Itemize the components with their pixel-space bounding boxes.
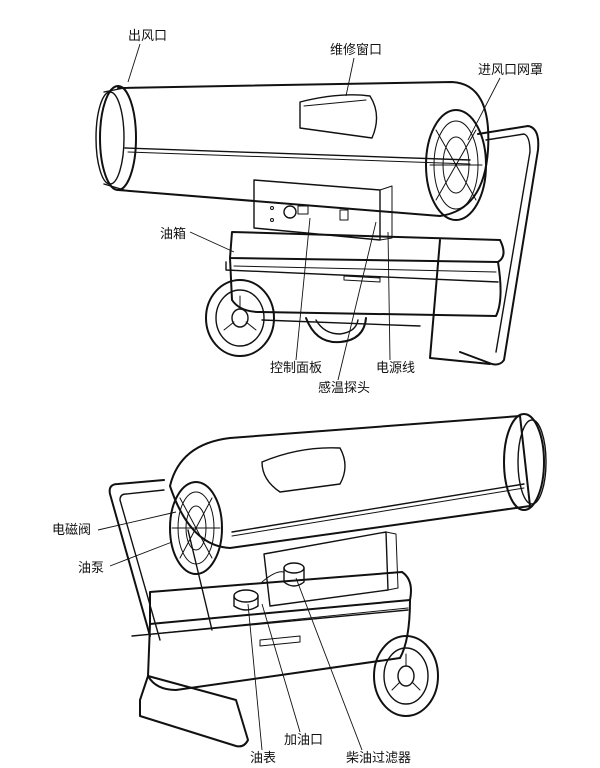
leader-control-panel	[295, 217, 311, 361]
label-control-panel: 控制面板	[270, 361, 322, 376]
label-solenoid-valve: 电磁阀	[52, 523, 91, 538]
leader-fuel-tank	[189, 231, 235, 253]
bottom-diesel-filter	[261, 562, 305, 587]
label-power-cord: 电源线	[376, 361, 415, 376]
bottom-intake-fan	[169, 481, 223, 575]
label-air-outlet: 出风口	[128, 29, 167, 44]
label-intake-grille: 进风口网罩	[478, 63, 543, 78]
leader-intake-grille	[467, 77, 501, 141]
top-control-box	[253, 179, 393, 241]
bottom-filler-cap	[233, 589, 259, 611]
label-service-window: 维修窗口	[330, 42, 382, 58]
leader-solenoid-valve	[97, 511, 177, 531]
top-service-window	[299, 94, 378, 139]
bottom-service-window	[261, 447, 346, 493]
leader-temp-sensor	[337, 221, 377, 381]
label-filler-cap: 加油口	[284, 733, 323, 748]
leader-service-window	[345, 57, 355, 97]
top-cylinder-body	[95, 81, 490, 217]
top-intake-grille	[425, 109, 487, 221]
label-oil-pump: 油泵	[78, 561, 104, 576]
bottom-wheel	[373, 635, 439, 717]
leader-power-cord	[387, 231, 391, 361]
label-fuel-tank: 油箱	[160, 226, 186, 242]
leader-diesel-filter	[295, 577, 363, 751]
bottom-heater-illustration	[108, 413, 547, 748]
label-diesel-filter: 柴油过滤器	[346, 751, 411, 766]
top-wheel-front	[205, 279, 275, 357]
top-wheel-rear	[305, 317, 367, 344]
leader-oil-pump	[109, 541, 173, 567]
bottom-cylinder-body	[169, 413, 547, 549]
top-handle-frame	[225, 125, 540, 366]
bottom-control-box	[263, 531, 399, 607]
bottom-handle-frame	[108, 479, 409, 748]
leader-filler-cap	[261, 603, 301, 733]
label-fuel-gauge: 油表	[250, 751, 276, 766]
top-heater-illustration	[95, 81, 540, 366]
leader-fuel-gauge	[247, 603, 263, 751]
label-temp-sensor: 感温探头	[318, 380, 370, 396]
leader-air-outlet	[127, 43, 141, 83]
